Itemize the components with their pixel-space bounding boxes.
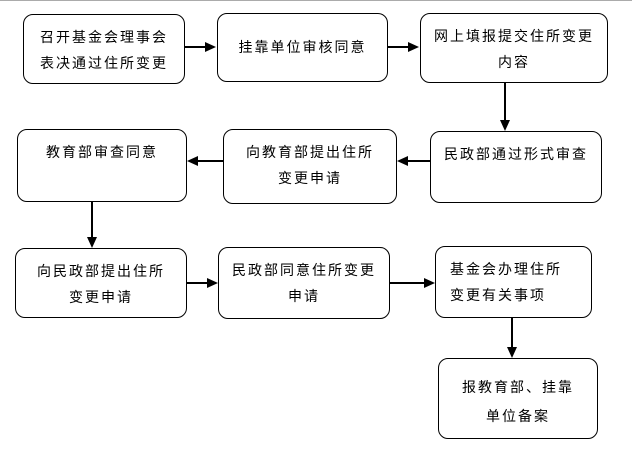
connector-moe-approve-to-apply-mca-arrowhead-icon (87, 237, 97, 248)
connector-online-to-mca-review-arrowhead-icon (500, 120, 510, 131)
connector-moe-approve-to-apply-mca-line (91, 202, 93, 238)
node-text-line: 表决通过住所变更 (40, 56, 168, 72)
connector-apply-mca-to-mca-approve-arrowhead-icon (207, 278, 218, 288)
connector-convene-to-affiliate-line (185, 46, 206, 48)
connector-mca-approve-to-handle-arrowhead-icon (424, 278, 435, 288)
connector-mca-review-to-apply-moe-line (407, 160, 430, 162)
node-text-line: 民政部通过形式审查 (444, 147, 588, 163)
node-text-line: 挂靠单位审核同意 (238, 39, 367, 56)
node-convene-board-vote: 召开基金会理事会 表决通过住所变更 (23, 14, 185, 84)
node-affiliate-unit-approval: 挂靠单位审核同意 (217, 13, 388, 82)
node-foundation-handle-change: 基金会办理住所 变更有关事项 (435, 246, 592, 318)
connector-handle-to-file-record-line (511, 318, 513, 348)
connector-affiliate-to-online-line (388, 46, 409, 48)
node-text-line: 内容 (498, 55, 530, 71)
connector-online-to-mca-review-line (504, 83, 506, 121)
connector-apply-mca-to-mca-approve-line (187, 282, 208, 284)
connector-mca-review-to-apply-moe-arrowhead-icon (397, 156, 408, 166)
node-text-line: 向教育部提出住所 (246, 145, 374, 161)
connector-apply-moe-to-moe-approve-arrowhead-icon (187, 156, 198, 166)
connector-affiliate-to-online-arrowhead-icon (408, 42, 419, 52)
node-online-submission: 网上填报提交住所变更 内容 (420, 13, 608, 83)
node-text-line: 向民政部提出住所 (37, 264, 165, 280)
node-text-line: 变更有关事项 (450, 288, 546, 304)
node-text-line: 基金会办理住所 (450, 262, 562, 278)
node-mca-formal-review: 民政部通过形式审查 (430, 131, 602, 203)
node-text-line: 变更申请 (278, 171, 342, 187)
connector-mca-approve-to-handle-line (390, 282, 425, 284)
node-apply-to-mca: 向民政部提出住所 变更申请 (15, 248, 187, 318)
node-text-line: 网上填报提交住所变更 (434, 29, 594, 45)
node-apply-to-moe: 向教育部提出住所 变更申请 (223, 129, 397, 204)
connector-handle-to-file-record-arrowhead-icon (507, 347, 517, 358)
node-text-line: 教育部审查同意 (46, 145, 158, 161)
node-text-line: 单位备案 (486, 409, 550, 425)
connector-apply-moe-to-moe-approve-line (197, 160, 223, 162)
node-text-line: 报教育部、挂靠 (462, 380, 574, 396)
node-text-line: 民政部同意住所变更 (232, 263, 376, 279)
node-text-line: 召开基金会理事会 (40, 30, 168, 46)
node-text-line: 申请 (288, 289, 320, 305)
node-file-for-record: 报教育部、挂靠 单位备案 (438, 358, 598, 439)
connector-convene-to-affiliate-arrowhead-icon (205, 42, 216, 52)
node-text-line: 变更申请 (69, 290, 133, 306)
node-mca-approve-application: 民政部同意住所变更 申请 (218, 247, 390, 319)
node-moe-review-approval: 教育部审查同意 (17, 129, 187, 202)
